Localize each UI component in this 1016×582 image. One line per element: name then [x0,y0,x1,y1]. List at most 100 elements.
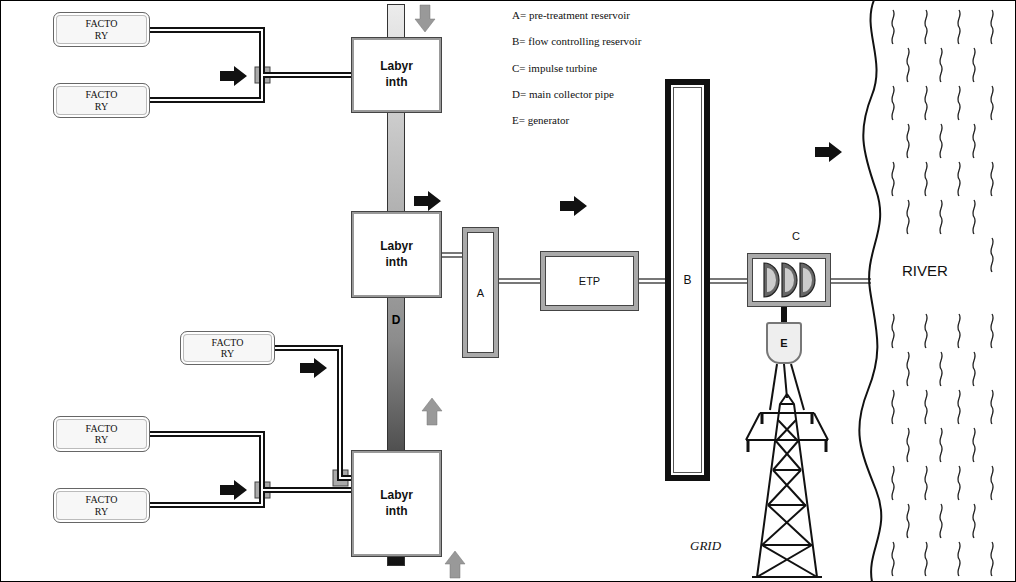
river-wave [907,504,909,538]
river-wave [991,238,993,272]
key-text: D= main collector pipe [512,88,614,100]
river-wave [973,352,975,386]
flow-arrows [220,66,842,500]
river-wave [991,10,993,44]
node-text: D [392,313,401,327]
pipe-connector [638,278,665,284]
node-text: Labyr inth [380,239,413,270]
node-text: FACTO RY [86,18,118,41]
river-wave [973,200,975,234]
river-waves [892,10,993,576]
river-wave [940,352,942,386]
turbine-buckets [764,263,815,297]
river-wave [958,466,960,500]
node-text: Labyr inth [380,59,413,90]
river-wave [973,124,975,158]
river-wave [907,352,909,386]
river-wave [925,314,927,348]
reservoir-box: A [463,228,498,357]
key-text: C= impulse turbine [512,62,597,74]
node-text: FACTO RY [86,494,118,517]
river-wave [940,48,942,82]
river-wave [892,162,894,196]
pipe-core [498,280,541,282]
river-wave [925,466,927,500]
reservoir-box: ETP [541,252,638,310]
river-wave [925,390,927,424]
node-text: A [477,287,484,299]
node-text: E [780,337,787,349]
river-wave [958,390,960,424]
pipe-core [150,490,352,505]
node-text: ETP [579,275,600,287]
reservoir-box: B [665,79,710,481]
river-wave [940,428,942,462]
river-wave [925,162,927,196]
connectors [150,30,784,505]
key-text: E= generator [512,114,569,126]
river-wave [973,48,975,82]
pipe-connector [710,278,748,284]
river-wave [958,86,960,120]
place-label: GRID [690,538,721,554]
pipe-core [275,348,352,478]
outflow-pipe-core [830,280,871,282]
river-wave [940,124,942,158]
pipe-core [150,30,352,75]
factory-box: FACTO RY [53,416,150,452]
river-bank [859,0,881,582]
river-wave [892,10,894,44]
node-text: FACTO RY [86,423,118,446]
pipe-core [638,280,665,282]
river-wave [892,542,894,576]
labyrinth-box: Labyr inth [352,38,441,112]
river-wave [991,86,993,120]
river-wave [892,390,894,424]
pipe-connector [150,75,352,100]
pipe-core [441,254,463,256]
labyrinth-box: Labyr inth [352,451,441,556]
transmission-tower [746,394,828,577]
node-text: B [683,273,691,287]
generator-box: E [766,322,802,364]
river-wave [991,314,993,348]
river-wave [991,162,993,196]
pipe-connector [150,30,352,75]
pipe-core [150,75,352,100]
factory-box: FACTO RY [53,488,150,523]
river-wave [925,542,927,576]
river-wave [925,86,927,120]
river-wave [907,428,909,462]
river-wave [925,10,927,44]
key-text: A= pre-treatment reservoir [512,9,630,21]
river-wave [892,314,894,348]
river-wave [973,504,975,538]
pipe-connector [498,278,541,284]
pipe-connector [150,434,352,490]
pipe-core [150,434,352,490]
river-wave [991,390,993,424]
node-text: FACTO RY [212,337,244,360]
factory-box: FACTO RY [53,83,150,118]
river-wave [958,10,960,44]
turbine-shaft [781,306,787,322]
river-wave [907,200,909,234]
factory-box: FACTO RY [53,12,150,47]
river-wave [907,48,909,82]
pipe-connector [441,252,463,258]
pipe-connector [150,490,352,505]
river-wave [958,542,960,576]
pipe-connector [275,348,352,478]
factory-box: FACTO RY [180,331,275,365]
place-label: RIVER [900,262,950,279]
river-wave [958,314,960,348]
turbine-box: C [748,254,830,306]
node-text: Labyr inth [380,488,413,519]
pipe-core [710,280,748,282]
river-wave [991,542,993,576]
river-wave [940,200,942,234]
river-wave [958,162,960,196]
